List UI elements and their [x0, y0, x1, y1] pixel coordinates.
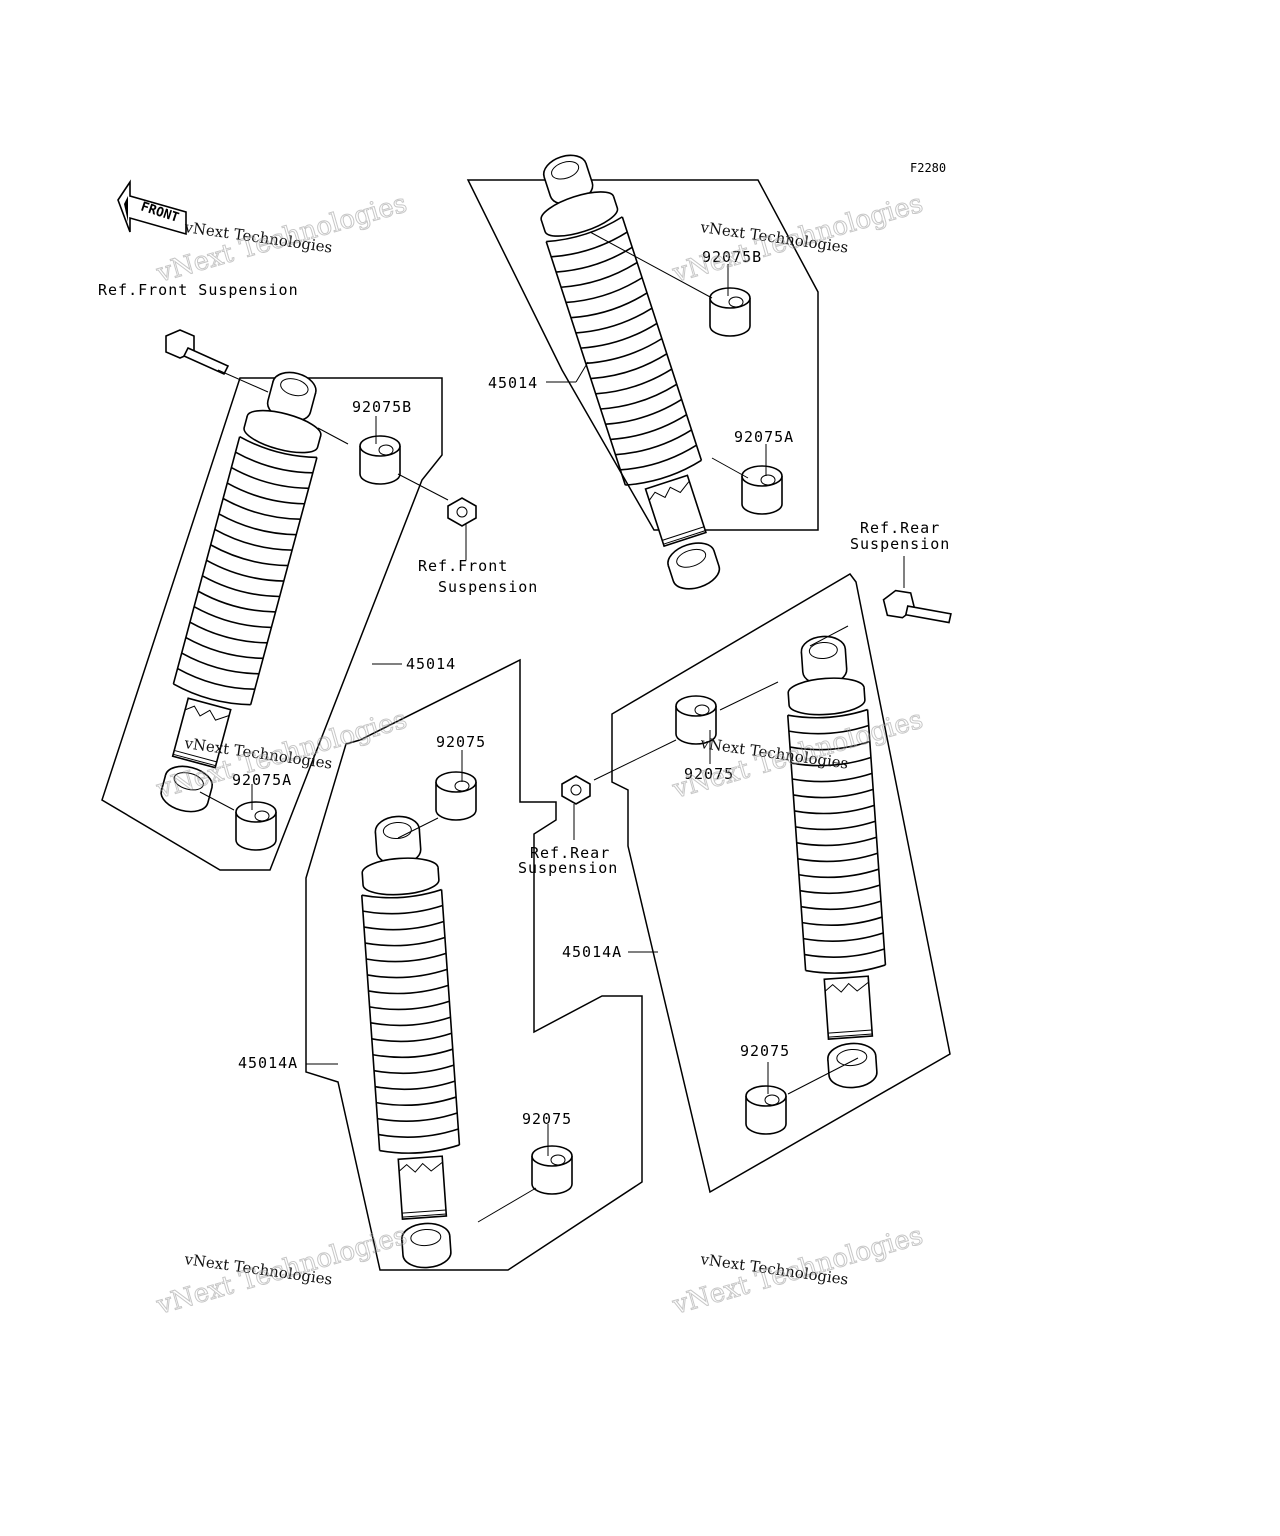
label-92075-mid-low: 92075	[522, 1110, 572, 1128]
front-arrow-icon: FRONT	[117, 179, 187, 236]
label-45014-left: 45014	[406, 655, 456, 673]
label-92075-mid: 92075	[436, 733, 486, 751]
label-92075B-top: 92075B	[702, 248, 762, 266]
label-92075-right-top: 92075	[684, 765, 734, 783]
svg-text:vNext Technologies: vNext Technologies	[153, 1221, 411, 1321]
label-ref-rear-top-2: Suspension	[850, 535, 950, 553]
label-92075A-top: 92075A	[734, 428, 794, 446]
label-92075-right-low: 92075	[740, 1042, 790, 1060]
label-92075B-left: 92075B	[352, 398, 412, 416]
rear-shock-exploded-middle	[305, 658, 643, 1272]
front-shock-exploded-left	[101, 329, 477, 871]
label-92075A-left: 92075A	[232, 771, 292, 789]
svg-text:vNext Technologies: vNext Technologies	[669, 189, 927, 289]
label-45014-top: 45014	[488, 374, 538, 392]
label-ref-front-suspension-top: Ref.Front Suspension	[98, 281, 299, 299]
front-shock-exploded-top	[466, 143, 819, 601]
label-45014A-left: 45014A	[238, 1054, 298, 1072]
svg-text:vNext Technologies: vNext Technologies	[669, 1221, 927, 1321]
diagram-code: F2280	[910, 161, 946, 175]
label-ref-front-mid-1: Ref.Front	[418, 557, 508, 575]
label-ref-rear-mid-1: Ref.Rear	[530, 844, 610, 862]
leader-lines	[251, 264, 905, 1156]
label-45014A-right: 45014A	[562, 943, 622, 961]
label-ref-front-mid-2: Suspension	[438, 578, 538, 596]
label-ref-rear-top-1: Ref.Rear	[860, 519, 940, 537]
label-ref-rear-mid-2: Suspension	[518, 859, 618, 877]
rear-shock-exploded-right	[561, 573, 954, 1194]
svg-text:vNext Technologies: vNext Technologies	[153, 189, 411, 289]
